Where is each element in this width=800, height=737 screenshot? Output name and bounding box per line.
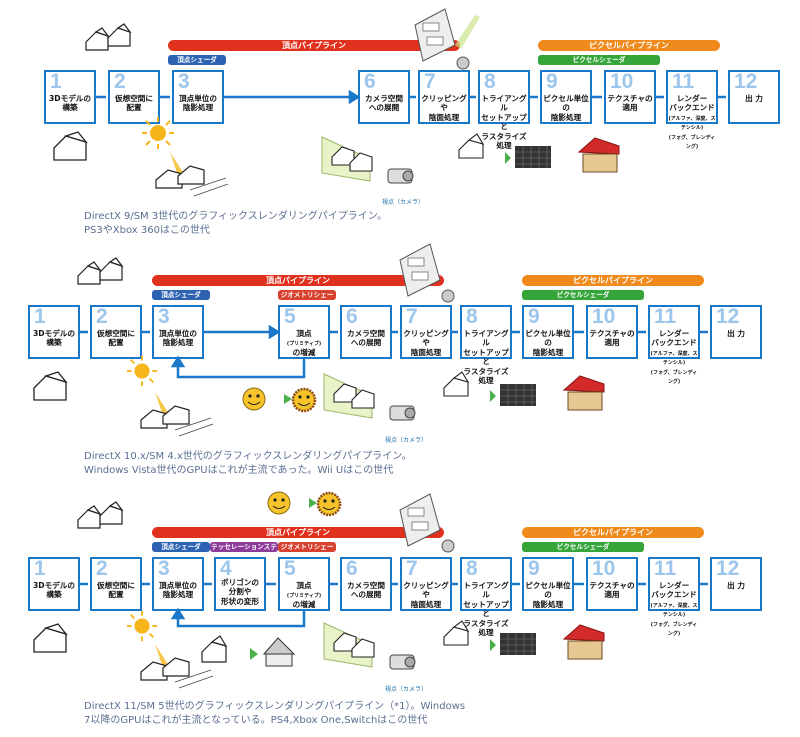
- sun-icon: [126, 355, 158, 387]
- dx9-caption: DirectX 9/SM 3世代のグラフィックスレンダリングパイプライン。 PS…: [84, 211, 388, 236]
- shaded-houses-icon: [155, 152, 229, 197]
- camera-frustum-icon: [399, 243, 455, 303]
- house-row-icon: [77, 501, 124, 529]
- pixelization-icons: [443, 371, 605, 411]
- house-row-icon: [85, 23, 132, 51]
- dx11-pipeline-diagram: 頂点パイプライン ピクセルパイプライン 頂点シェーダ テッセレーションステージ …: [0, 484, 800, 737]
- camera-frustum-icon: [399, 493, 455, 553]
- dx11-caption: DirectX 11/SM 5世代のグラフィックスレンダリングパイプライン（*1…: [84, 701, 466, 726]
- pixel-shader-tag: ピクセルシェーダ: [522, 542, 644, 552]
- pixelization-icons: [443, 620, 605, 660]
- dx10-pipeline-diagram: 頂点パイプライン ピクセルパイプライン 頂点シェーダ ジオメトリシェーダ ピクセ…: [0, 242, 800, 482]
- house-icon: [53, 131, 88, 161]
- house-icon: [33, 371, 68, 401]
- pixel-pipeline-banner: ピクセルパイプライン: [522, 527, 704, 538]
- pipeline-arrows: [80, 582, 708, 628]
- viewpoint-label: 視点（カメラ）: [382, 199, 425, 206]
- pixel-shader-tag: ピクセルシェーダ: [522, 290, 644, 300]
- pixel-pipeline-banner: ピクセルパイプライン: [538, 40, 720, 51]
- vertex-pipeline-banner: 頂点パイプライン: [152, 527, 444, 538]
- camera-view-icon: [323, 622, 416, 670]
- shaded-houses-icon: [140, 392, 214, 437]
- sun-icon: [126, 610, 158, 642]
- dx10-caption: DirectX 10.x/SM 4.x世代のグラフィックスレンダリングパイプライ…: [84, 451, 412, 476]
- shaded-houses-icon: [140, 644, 214, 689]
- viewpoint-label: 視点（カメラ）: [385, 686, 428, 693]
- smiley-to-hairy-smiley-icon: [242, 387, 317, 413]
- pixel-pipeline-banner: ピクセルパイプライン: [522, 275, 704, 286]
- camera-view-icon: [323, 373, 416, 421]
- vertex-pipeline-banner: 頂点パイプライン: [152, 275, 444, 286]
- pixelization-icons: [458, 133, 620, 173]
- viewpoint-label: 視点（カメラ）: [385, 437, 428, 444]
- pixel-shader-tag: ピクセルシェーダ: [538, 55, 660, 65]
- pipeline-arrows: [80, 324, 708, 379]
- house-to-hut-icon: [201, 635, 296, 667]
- vertex-shader-tag: 頂点シェーダ: [168, 55, 226, 65]
- vertex-shader-tag: 頂点シェーダ: [152, 542, 210, 552]
- vertex-shader-tag: 頂点シェーダ: [152, 290, 210, 300]
- smiley-to-hairy-smiley-icon: [267, 491, 342, 517]
- camera-view-icon: [321, 136, 414, 184]
- house-row-icon: [77, 257, 124, 285]
- vertex-pipeline-banner: 頂点パイプライン: [168, 40, 460, 51]
- pipeline-arrows: [96, 89, 726, 105]
- sun-icon: [142, 117, 174, 149]
- camera-frustum-icon: [414, 8, 480, 70]
- house-icon: [33, 623, 68, 653]
